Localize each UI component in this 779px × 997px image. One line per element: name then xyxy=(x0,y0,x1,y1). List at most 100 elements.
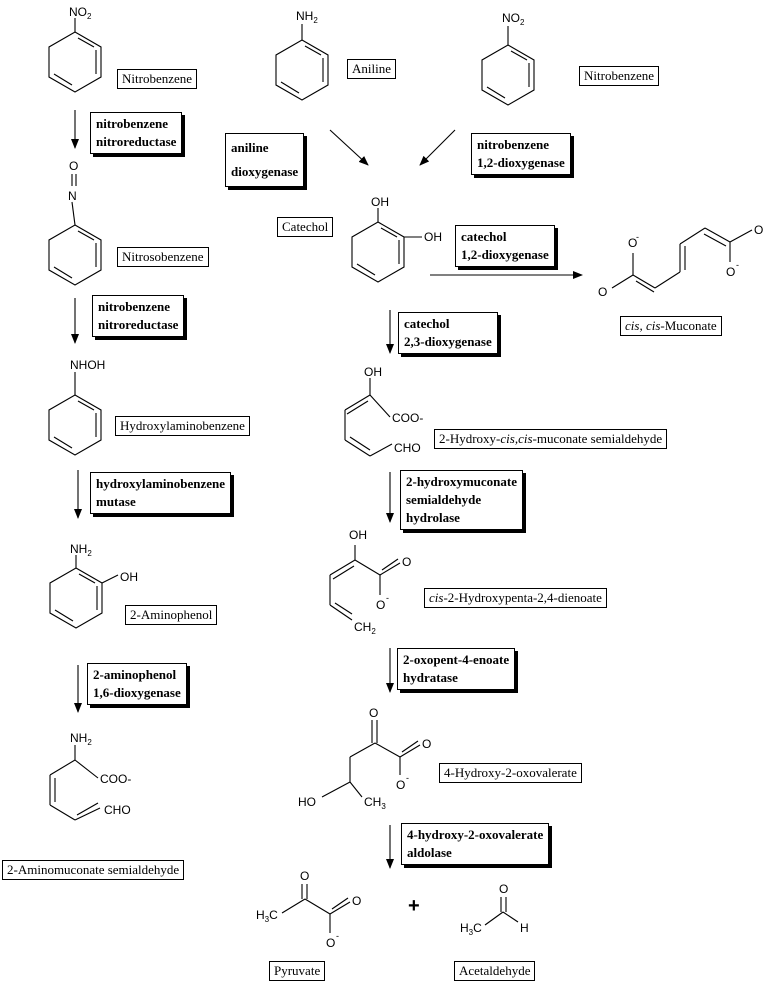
enzyme-line: catechol xyxy=(461,229,507,244)
label-aniline: Aniline xyxy=(347,59,396,79)
label-nitrobenzene-right: Nitrobenzene xyxy=(579,66,660,86)
svg-text:O: O xyxy=(352,894,361,908)
enzyme-line: 2-hydroxymuconate xyxy=(406,474,517,489)
enzyme-line: hydrolase xyxy=(406,510,460,525)
svg-text:O: O xyxy=(422,737,431,751)
enzyme-nitrobenzene-12-dioxygenase: nitrobenzene 1,2-dioxygenase xyxy=(471,133,571,175)
enzyme-line: 1,6-dioxygenase xyxy=(93,685,181,700)
label-hydroxypentadienoate: cis-2-Hydroxypenta-2,4-dienoate xyxy=(424,588,607,608)
cis-muconate-structure: O O - O O - xyxy=(598,223,763,299)
enzyme-nitrobenzene-nitroreductase-2: nitrobenzene nitroreductase xyxy=(92,295,185,337)
svg-text:H3C: H3C xyxy=(256,908,278,924)
label-nitrosobenzene: Nitrosobenzene xyxy=(117,247,209,267)
svg-text:COO-: COO- xyxy=(100,772,131,786)
enzyme-line: hydroxylaminobenzene xyxy=(96,476,226,491)
nitrobenzene-left-structure: NO2 xyxy=(48,5,102,93)
label-hydroxymuconate-semialdehyde: 2-Hydroxy-cis,cis-muconate semialdehyde xyxy=(434,429,668,449)
svg-text:NHOH: NHOH xyxy=(70,358,105,372)
svg-text:OH: OH xyxy=(371,195,389,209)
svg-text:NH2: NH2 xyxy=(296,9,318,25)
svg-text:O: O xyxy=(598,285,607,299)
svg-text:CH2: CH2 xyxy=(354,620,376,636)
svg-text:CHO: CHO xyxy=(104,803,131,817)
enzyme-aniline-dioxygenase: aniline dioxygenase xyxy=(225,133,305,187)
enzyme-line: 2,3-dioxygenase xyxy=(404,334,492,349)
label-nitrobenzene-left: Nitrobenzene xyxy=(117,69,198,89)
svg-text:O: O xyxy=(396,778,405,792)
svg-text:OH: OH xyxy=(349,528,367,542)
svg-text:-: - xyxy=(336,931,339,941)
svg-text:O: O xyxy=(326,936,335,950)
svg-text:NH2: NH2 xyxy=(70,731,92,747)
svg-text:NO2: NO2 xyxy=(69,5,92,21)
svg-text:O: O xyxy=(402,555,411,569)
enzyme-line: 1,2-dioxygenase xyxy=(477,155,565,170)
svg-text:CHO: CHO xyxy=(394,441,421,455)
svg-text:-: - xyxy=(386,593,389,603)
enzyme-line: nitroreductase xyxy=(96,134,177,149)
enzyme-line: nitrobenzene xyxy=(96,116,168,131)
enzyme-line: 2-oxopent-4-enoate xyxy=(403,652,510,667)
hydroxyoxovalerate-structure: O O O - HO CH3 xyxy=(298,706,431,811)
enzyme-line: 1,2-dioxygenase xyxy=(461,247,549,262)
svg-text:NO2: NO2 xyxy=(502,11,525,27)
svg-text:COO-: COO- xyxy=(392,411,423,425)
label-hydroxylaminobenzene: Hydroxylaminobenzene xyxy=(115,416,250,436)
svg-text:O: O xyxy=(499,882,508,896)
label-catechol: Catechol xyxy=(277,217,334,237)
hpd-rest: -2-Hydroxypenta-2,4-dienoate xyxy=(443,590,602,605)
hpd-italic: cis xyxy=(429,590,444,605)
enzyme-hydroxylaminobenzene-mutase: hydroxylaminobenzene mutase xyxy=(90,472,232,514)
label-cis-muconate: cis, cis-Muconate xyxy=(620,316,722,336)
enzyme-oxopentenoate-hydratase: 2-oxopent-4-enoate hydratase xyxy=(397,648,516,690)
svg-text:HO: HO xyxy=(298,795,316,809)
label-hydroxyoxovalerate: 4-Hydroxy-2-oxovalerate xyxy=(439,763,582,783)
enzyme-line: nitrobenzene xyxy=(98,299,170,314)
aniline-structure: NH2 xyxy=(275,9,329,101)
svg-text:N: N xyxy=(68,189,77,203)
svg-text:H: H xyxy=(520,921,529,935)
plus-sign: + xyxy=(408,895,420,917)
enzyme-line: semialdehyde xyxy=(406,492,482,507)
enzyme-catechol-23-dioxygenase: catechol 2,3-dioxygenase xyxy=(398,312,498,354)
nitrobenzene-right-structure: NO2 xyxy=(481,11,535,106)
enzyme-hydroxyoxovalerate-aldolase: 4-hydroxy-2-oxovalerate aldolase xyxy=(401,823,550,865)
enzyme-hydroxymuconate-semialdehyde-hydrolase: 2-hydroxymuconate semialdehyde hydrolase xyxy=(400,470,523,530)
svg-text:-: - xyxy=(406,773,409,783)
enzyme-line: nitroreductase xyxy=(98,317,179,332)
svg-text:-: - xyxy=(736,260,739,270)
svg-text:O: O xyxy=(69,159,78,173)
svg-text:O: O xyxy=(628,236,637,250)
enzyme-line: 4-hydroxy-2-oxovalerate xyxy=(407,827,544,842)
enzyme-line: nitrobenzene xyxy=(477,137,549,152)
svg-text:NH2: NH2 xyxy=(70,542,92,558)
enzyme-line: mutase xyxy=(96,494,136,509)
hms-post: -muconate semialdehyde xyxy=(532,431,663,446)
enzyme-line: dioxygenase xyxy=(231,164,299,179)
aminomuconate-structure: NH2 COO- CHO xyxy=(49,731,131,821)
enzyme-aminophenol-16-dioxygenase: 2-aminophenol 1,6-dioxygenase xyxy=(87,663,187,705)
svg-text:O: O xyxy=(754,223,763,237)
enzyme-nitrobenzene-nitroreductase-1: nitrobenzene nitroreductase xyxy=(90,112,183,154)
svg-text:OH: OH xyxy=(120,570,138,584)
svg-text:CH3: CH3 xyxy=(364,795,386,811)
aminophenol-structure: NH2 OH xyxy=(49,542,138,629)
pyruvate-structure: H3C O O O - xyxy=(256,869,361,950)
enzyme-line: aniline xyxy=(231,140,269,155)
svg-text:OH: OH xyxy=(364,365,382,379)
acetaldehyde-structure: H3C O H xyxy=(460,882,529,937)
svg-text:O: O xyxy=(726,265,735,279)
svg-text:OH: OH xyxy=(424,230,442,244)
enzyme-line: 2-aminophenol xyxy=(93,667,177,682)
svg-text:H3C: H3C xyxy=(460,921,482,937)
reaction-arrows xyxy=(71,110,583,869)
hydroxylaminobenzene-structure: NHOH xyxy=(48,358,105,456)
label-aminomuconate: 2-Aminomuconate semialdehyde xyxy=(2,860,185,880)
hydroxypentadienoate-structure: OH O O - CH2 xyxy=(329,528,411,636)
hms-pre: 2-Hydroxy- xyxy=(439,431,501,446)
enzyme-catechol-12-dioxygenase: catechol 1,2-dioxygenase xyxy=(455,225,555,267)
label-aminophenol: 2-Aminophenol xyxy=(125,605,218,625)
arrow-nitrobenzene-catechol xyxy=(419,129,456,166)
